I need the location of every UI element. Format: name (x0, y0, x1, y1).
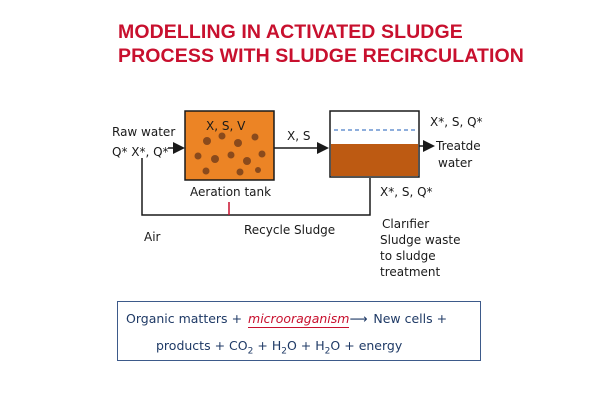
equation-line-1: Organic matters + microoraganism⟶ New ce… (126, 311, 447, 328)
eq-h2o: H2O (271, 338, 297, 357)
equation-box: Organic matters + microoraganism⟶ New ce… (117, 301, 481, 361)
recycle-label: Recycle Sludge (244, 223, 335, 237)
transfer-label: X, S (287, 129, 310, 143)
eq-energy: energy (358, 338, 403, 353)
eq-h2o-o: O (286, 338, 297, 353)
title-line-2: PROCESS WITH SLUDGE RECIRCULATION (118, 45, 524, 67)
bubble (203, 137, 211, 145)
bubble (194, 152, 202, 160)
eq-h2o-subscript: 2 (281, 346, 287, 357)
bubble (258, 150, 266, 158)
recycle-line (141, 158, 371, 216)
equation-line-2: products + CO2 + H2O + H2O + energy (156, 338, 402, 357)
air-label: Air (144, 230, 161, 244)
eq-h2o: H2O (315, 338, 341, 357)
clarifier-top-label: X*, S, Q* (430, 115, 483, 129)
arrow-right-icon: ⟶ (349, 311, 368, 326)
bubble (236, 168, 244, 176)
eq-organic-matters: Organic matters (126, 311, 228, 326)
eq-reaction-arrow: microoraganism⟶ (246, 311, 369, 328)
eq-co2-subscript: 2 (247, 346, 254, 357)
inlet-label-raw-water: Raw water (112, 125, 175, 139)
eq-new-cells: New cells (373, 311, 433, 326)
eq-plus: + (344, 338, 355, 353)
clarifier-bottom-label: X*, S, Q* (380, 185, 433, 199)
inlet-label-flows: Q* X*, Q* (112, 145, 169, 159)
eq-microorganism: microoraganism (248, 311, 350, 328)
eq-products: products (156, 338, 211, 353)
aeration-bubbles (194, 132, 266, 176)
eq-co2: CO2 (229, 338, 253, 357)
waste-label-line-2: to sludge (380, 249, 436, 263)
clarifier-label: Clarıfier (382, 217, 429, 231)
eq-co2-base: CO (229, 338, 248, 353)
process-diagram: Raw water Q* X*, Q* X, S, V Aeration tan… (112, 110, 483, 279)
clarifier-sludge (331, 144, 418, 176)
eq-h2o-h: H (271, 338, 282, 353)
eq-plus: + (231, 311, 243, 326)
outlet-label-line-1: Treatde (435, 139, 481, 153)
outlet-label-line-2: water (438, 156, 472, 170)
aeration-tank-vars: X, S, V (206, 119, 246, 133)
bubble (218, 132, 226, 140)
waste-label-line-3: treatment (380, 265, 440, 279)
bubble (234, 139, 242, 147)
bubble (227, 151, 235, 159)
eq-h2o-subscript: 2 (324, 346, 331, 357)
bubble (255, 167, 261, 173)
eq-plus: + (257, 338, 268, 353)
bubble (243, 157, 251, 165)
aeration-tank-label: Aeration tank (190, 185, 271, 199)
bubble (211, 155, 219, 163)
eq-plus: + (300, 338, 312, 353)
bubble (251, 133, 259, 141)
waste-label-line-1: Sludge waste (380, 233, 461, 247)
eq-h2o-o: O (330, 338, 341, 353)
title-line-1: MODELLING IN ACTIVATED SLUDGE (118, 21, 463, 43)
eq-plus: + (214, 338, 226, 353)
bubble (202, 167, 210, 175)
eq-h2o-h: H (315, 338, 325, 353)
eq-plus: + (436, 311, 448, 326)
